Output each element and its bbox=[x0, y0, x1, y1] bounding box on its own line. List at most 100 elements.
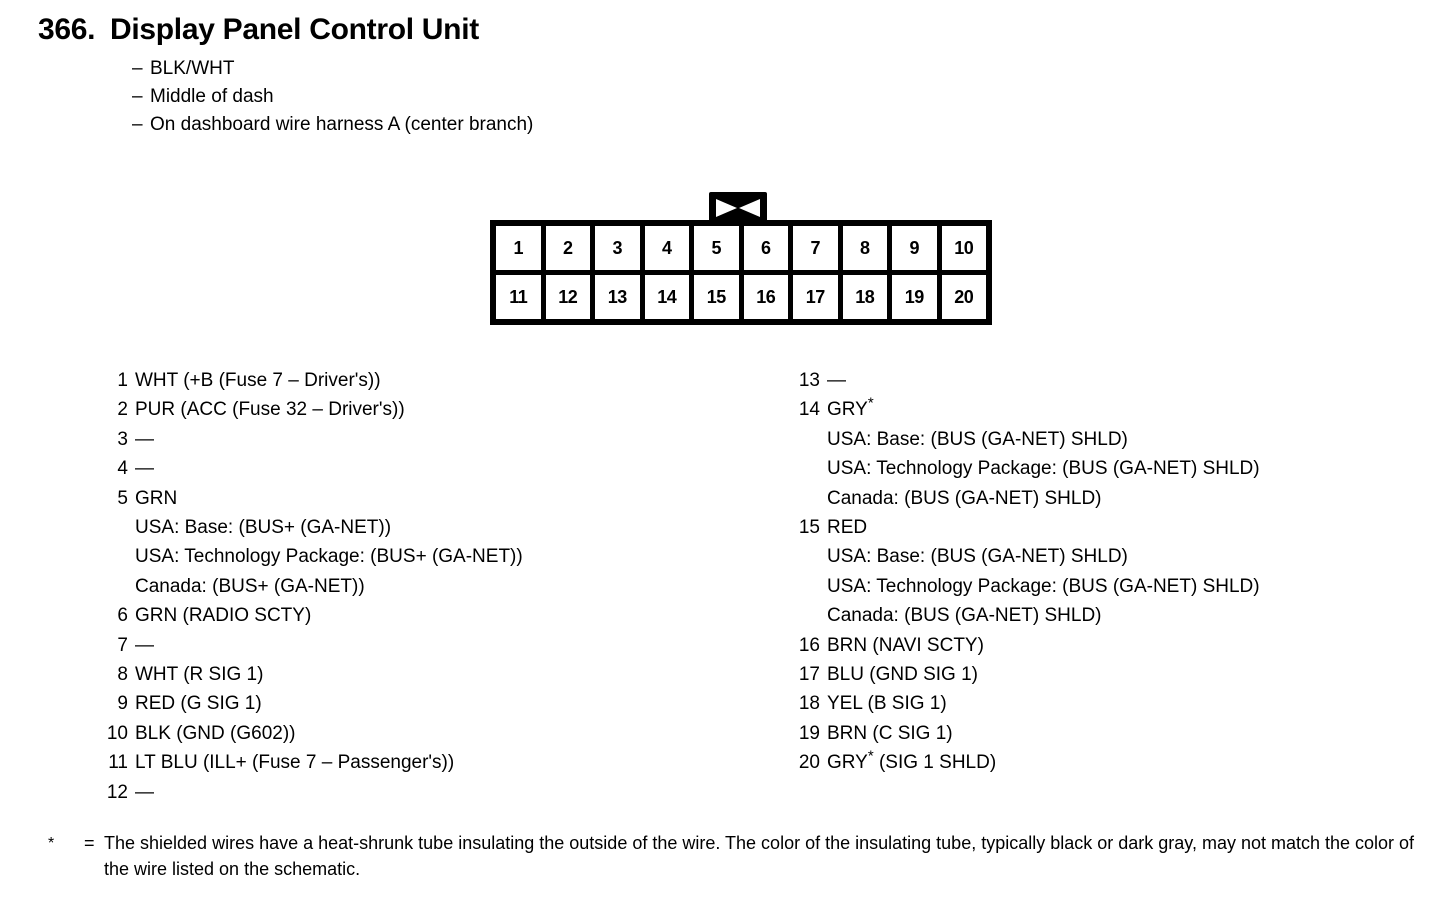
pin-wire-color: BRN (C SIG 1) bbox=[827, 722, 953, 744]
pin-number: 7 bbox=[117, 634, 128, 656]
connector-pin-cell: 20 bbox=[941, 275, 986, 319]
footnote: * = The shielded wires have a heat-shrun… bbox=[48, 830, 1418, 882]
connector-pin-cell: 19 bbox=[892, 275, 937, 319]
pin-wire-color: — bbox=[135, 634, 154, 656]
pin-sub-text: USA: Base: (BUS+ (GA-NET)) bbox=[135, 517, 392, 539]
bowtie-latch-icon bbox=[709, 192, 767, 222]
pin-sub-text: USA: Technology Package: (BUS+ (GA-NET)) bbox=[135, 546, 523, 568]
pin-main-text: — bbox=[135, 454, 756, 483]
pin-body: WHT (R SIG 1) bbox=[135, 660, 756, 689]
page-title: 366. Display Panel Control Unit bbox=[38, 12, 938, 48]
pin-entry: 18 YEL (B SIG 1) bbox=[788, 689, 1428, 718]
pin-number: 15 bbox=[798, 517, 820, 539]
pin-entry: 10 BLK (GND (G602)) bbox=[96, 719, 756, 748]
pin-body: BLU (GND SIG 1) bbox=[827, 660, 1428, 689]
pin-wire-color: GRY bbox=[827, 752, 868, 774]
subtitle-line: –BLK/WHT bbox=[132, 55, 938, 83]
subtitle-text: BLK/WHT bbox=[150, 58, 235, 79]
subtitle-text: Middle of dash bbox=[150, 86, 274, 107]
section-title: Display Panel Control Unit bbox=[110, 13, 479, 46]
pin-sub-text: Canada: (BUS (GA-NET) SHLD) bbox=[827, 487, 1102, 509]
pin-number: 12 bbox=[106, 781, 128, 803]
pin-number: 8 bbox=[117, 664, 128, 686]
pin-sub-text: USA: Base: (BUS (GA-NET) SHLD) bbox=[827, 546, 1128, 568]
pin-main-text: GRY* bbox=[827, 395, 1428, 424]
pin-wire-color: GRN bbox=[135, 487, 178, 509]
connector-pin-cell: 17 bbox=[793, 275, 838, 319]
pin-body: — bbox=[135, 778, 756, 807]
pin-entry: 5 GRN USA: Base: (BUS+ (GA-NET)) USA: Techn… bbox=[96, 484, 756, 602]
connector-pin-cell: 11 bbox=[496, 275, 541, 319]
pin-number: 18 bbox=[798, 693, 820, 715]
pin-body: GRY* (SIG 1 SHLD) bbox=[827, 748, 1428, 777]
pin-main-text: RED (G SIG 1) bbox=[135, 689, 756, 718]
section-number: 366. bbox=[38, 13, 96, 46]
connector-pin-cell: 12 bbox=[545, 275, 590, 319]
bowtie-shape bbox=[716, 199, 760, 217]
connector-pin-cell: 8 bbox=[842, 226, 887, 270]
pin-wire-color: — bbox=[135, 458, 154, 480]
pin-number: 6 bbox=[117, 605, 128, 627]
connector-pin-cell: 15 bbox=[694, 275, 739, 319]
connector-pin-cell: 14 bbox=[644, 275, 689, 319]
pin-number: 11 bbox=[108, 752, 128, 774]
pin-entry: 2 PUR (ACC (Fuse 32 – Driver's)) bbox=[96, 395, 756, 424]
pin-body: — bbox=[135, 631, 756, 660]
pin-entry: 7— bbox=[96, 631, 756, 660]
footnote-star-icon: * bbox=[867, 395, 874, 413]
pin-wire-color: RED (G SIG 1) bbox=[135, 693, 262, 715]
subtitle-list: –BLK/WHT–Middle of dash–On dashboard wir… bbox=[132, 55, 938, 139]
footnote-text: The shielded wires have a heat-shrunk tu… bbox=[104, 833, 1415, 879]
pin-body: RED (G SIG 1) bbox=[135, 689, 756, 718]
pin-wire-color: YEL (B SIG 1) bbox=[827, 693, 947, 715]
pin-wire-color: PUR (ACC (Fuse 32 – Driver's)) bbox=[135, 399, 405, 421]
pin-sub-text: USA: Technology Package: (BUS (GA-NET) S… bbox=[827, 575, 1260, 597]
pin-number: 4 bbox=[117, 458, 128, 480]
pin-number: 5 bbox=[117, 487, 128, 509]
pin-main-text: LT BLU (ILL+ (Fuse 7 – Passenger's)) bbox=[135, 748, 756, 777]
pin-main-text: BLK (GND (G602)) bbox=[135, 719, 756, 748]
connector-pin-cell: 13 bbox=[595, 275, 640, 319]
pin-wire-color: GRN (RADIO SCTY) bbox=[135, 605, 312, 627]
pin-body: BRN (C SIG 1) bbox=[827, 719, 1428, 748]
pin-wire-color: BLK (GND (G602)) bbox=[135, 722, 296, 744]
pin-number: 14 bbox=[798, 399, 820, 421]
pin-wire-color: — bbox=[135, 781, 154, 803]
pin-sub-text: USA: Base: (BUS (GA-NET) SHLD) bbox=[827, 428, 1128, 450]
pin-body: BLK (GND (G602)) bbox=[135, 719, 756, 748]
connector-pin-cell: 3 bbox=[595, 226, 640, 270]
footnote-equals-sign: = bbox=[84, 833, 95, 853]
pin-body: — bbox=[135, 454, 756, 483]
pin-entry: 12 — bbox=[96, 778, 756, 807]
pin-sub-text: Canada: (BUS (GA-NET) SHLD) bbox=[827, 605, 1102, 627]
pin-number: 2 bbox=[117, 399, 128, 421]
pin-main-text: GRY* (SIG 1 SHLD) bbox=[827, 748, 1428, 777]
pin-wire-color: LT BLU (ILL+ (Fuse 7 – Passenger's)) bbox=[135, 752, 455, 774]
pin-wire-color: WHT (+B (Fuse 7 – Driver's)) bbox=[135, 370, 381, 391]
pin-main-text: — bbox=[135, 631, 756, 660]
pin-body: GRY*USA: Base: (BUS (GA-NET) SHLD)USA: T… bbox=[827, 395, 1428, 513]
connector-pin-cell: 2 bbox=[545, 226, 590, 270]
pin-main-text: WHT (R SIG 1) bbox=[135, 660, 756, 689]
dash-bullet-icon: – bbox=[132, 86, 143, 107]
pin-main-text: BRN (NAVI SCTY) bbox=[827, 631, 1428, 660]
pin-main-text: — bbox=[135, 425, 756, 454]
pin-wire-color: BLU (GND SIG 1) bbox=[827, 664, 978, 686]
subtitle-text: On dashboard wire harness A (center bran… bbox=[150, 114, 534, 135]
pin-body: BRN (NAVI SCTY) bbox=[827, 631, 1428, 660]
pin-number: 16 bbox=[798, 634, 820, 656]
pin-main-text: YEL (B SIG 1) bbox=[827, 689, 1428, 718]
pin-entry: 11 LT BLU (ILL+ (Fuse 7 – Passenger's)) bbox=[96, 748, 756, 777]
pin-body: — bbox=[135, 425, 756, 454]
pin-wire-color: — bbox=[135, 428, 154, 450]
pin-main-text: BRN (C SIG 1) bbox=[827, 719, 1428, 748]
pin-signal-suffix: (SIG 1 SHLD) bbox=[873, 752, 997, 774]
pin-number: 10 bbox=[106, 722, 128, 744]
pin-entry: 3— bbox=[96, 425, 756, 454]
